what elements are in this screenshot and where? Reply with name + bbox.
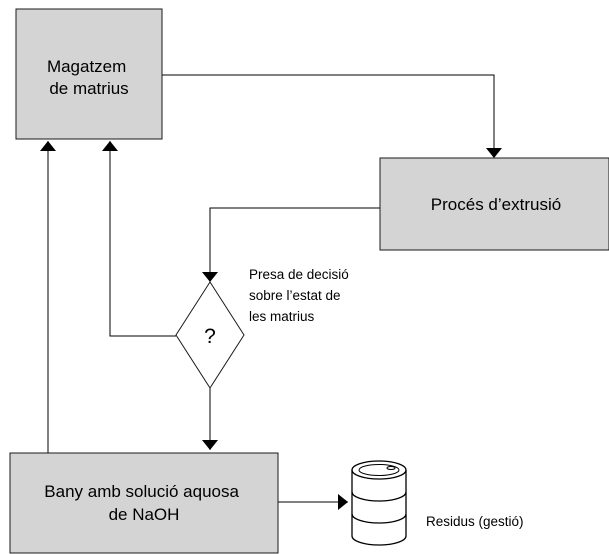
connector-store-to-extrusion (162, 74, 502, 158)
connector-extrusion-to-decision (202, 207, 380, 282)
waste-label: Residus (gestió) (426, 514, 524, 529)
node-bath: Bany amb solució aquosa de NaOH (9, 452, 279, 554)
node-extrusion: Procés d’extrusió (379, 157, 609, 251)
node-bath-label: Bany amb solució aquosa de NaOH (44, 482, 243, 524)
connector-decision-to-store (102, 141, 176, 337)
node-decision: ? (175, 281, 245, 389)
node-store-label: Magatzem de matrius (47, 57, 131, 98)
decision-note: Presa de decisió sobre l’estat de les ma… (249, 267, 353, 324)
node-store: Magatzem de matrius (15, 8, 163, 140)
node-extrusion-label: Procés d’extrusió (431, 195, 561, 214)
barrel-icon (351, 460, 407, 546)
decision-symbol: ? (204, 325, 216, 348)
